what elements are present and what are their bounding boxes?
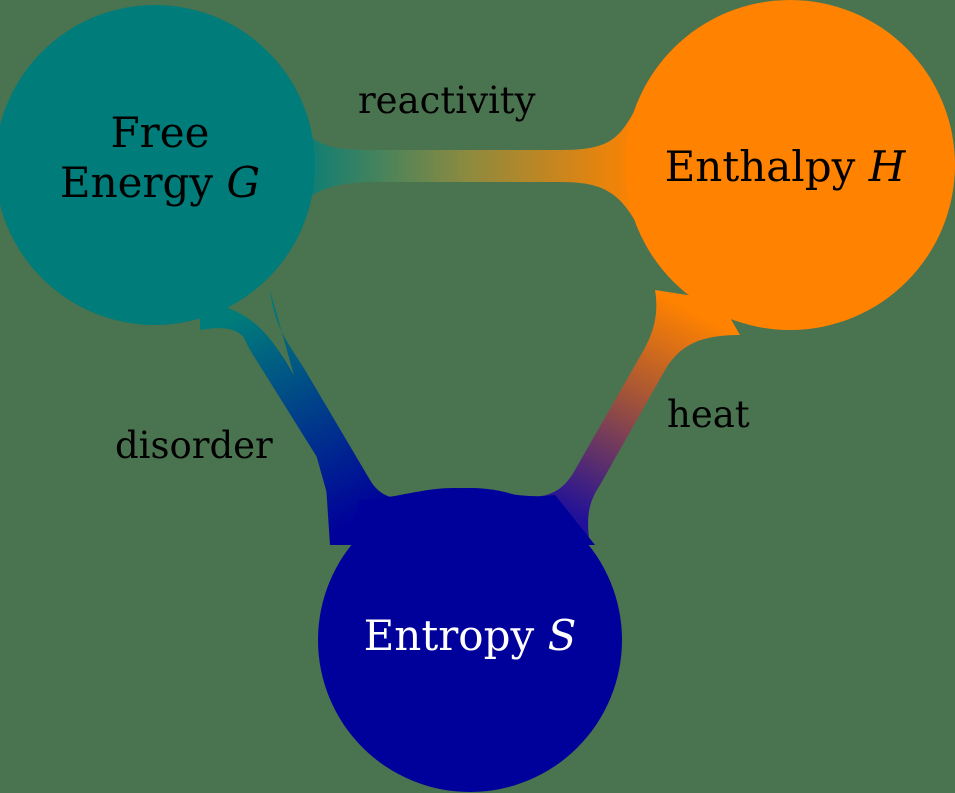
edge-heat-connector bbox=[530, 290, 740, 545]
node-free-energy-line2: Energy G bbox=[59, 158, 261, 207]
node-entropy-label: Entropy S bbox=[363, 611, 577, 660]
node-enthalpy-circle bbox=[625, 0, 955, 330]
symbol-s: S bbox=[547, 611, 577, 660]
edge-label-heat: heat bbox=[667, 393, 750, 436]
edge-label-reactivity: reactivity bbox=[358, 79, 536, 122]
node-free-energy-circle bbox=[0, 5, 315, 325]
node-entropy-circle bbox=[318, 488, 622, 792]
node-free-energy-label: Free Energy G bbox=[40, 112, 280, 204]
symbol-g: G bbox=[226, 158, 261, 207]
edge-reactivity-connector bbox=[280, 100, 640, 230]
edge-label-disorder: disorder bbox=[115, 424, 273, 467]
symbol-h: H bbox=[868, 142, 906, 191]
node-enthalpy-label: Enthalpy H bbox=[664, 142, 906, 191]
node-free-energy-line1: Free bbox=[110, 108, 210, 157]
